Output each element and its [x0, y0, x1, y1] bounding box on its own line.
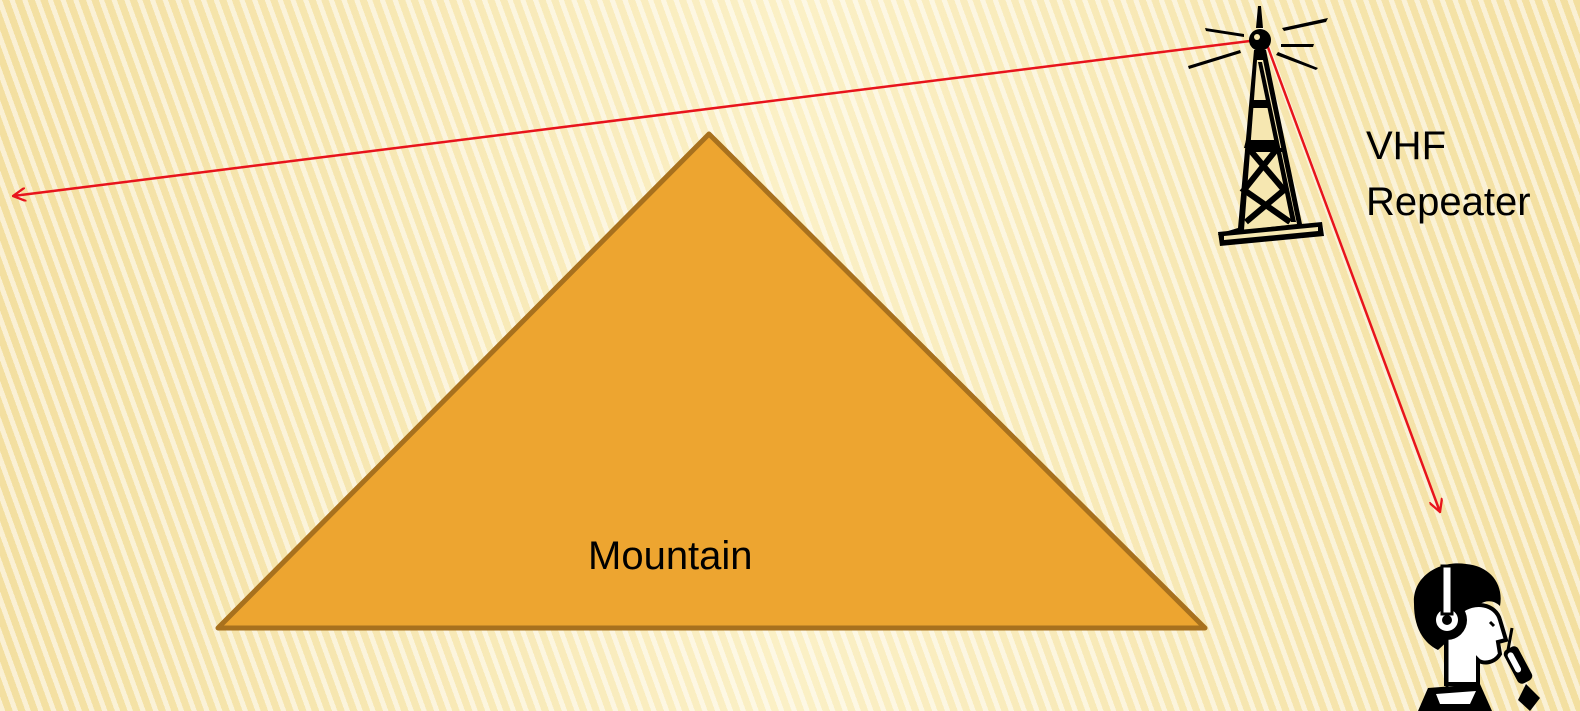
- repeater-label: VHF Repeater: [1366, 118, 1531, 230]
- radio-tower-icon: [1188, 6, 1328, 246]
- mountain-label: Mountain: [588, 528, 753, 584]
- operator-headset-icon: [1414, 563, 1506, 711]
- signal-path-over-mountain: [13, 40, 1258, 196]
- repeater-label-line1: VHF: [1366, 118, 1531, 174]
- signal-path-to-operator: [1266, 42, 1440, 512]
- repeater-label-line2: Repeater: [1366, 174, 1531, 230]
